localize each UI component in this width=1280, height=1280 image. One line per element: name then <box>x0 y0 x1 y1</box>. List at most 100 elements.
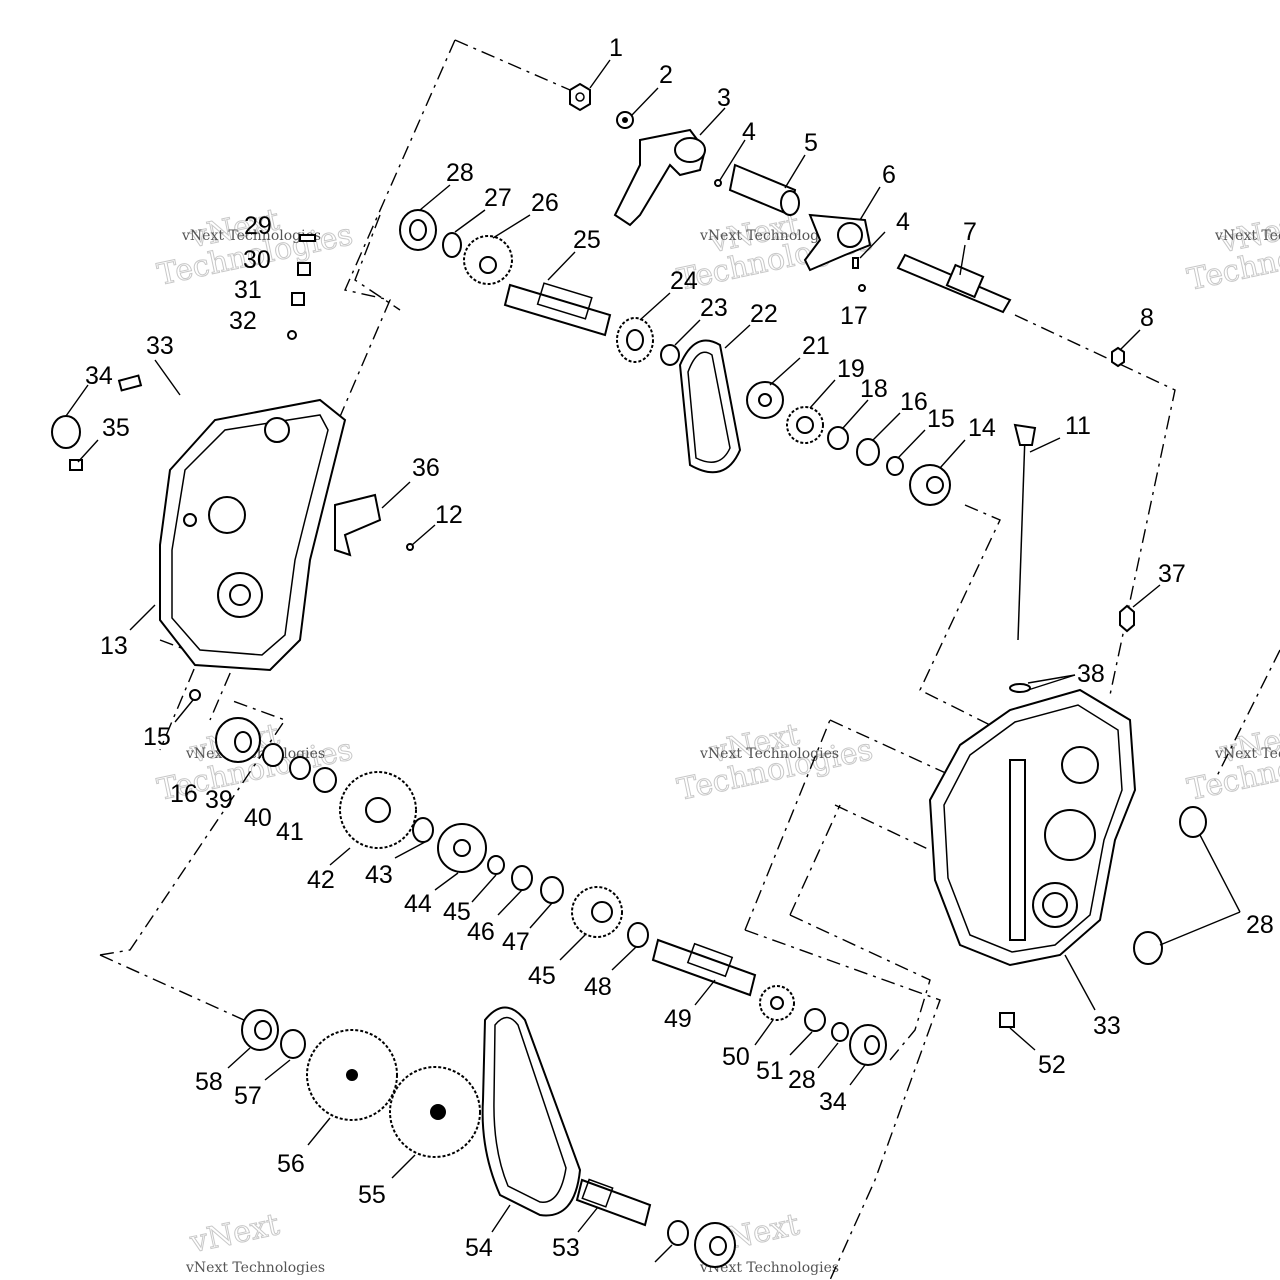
gear-part-49 <box>759 985 795 1021</box>
sprocket-part-43 <box>437 823 487 873</box>
leader-lines <box>65 59 1241 1263</box>
callout-label: 33 <box>1093 1012 1121 1040</box>
callout-label: 8 <box>1140 304 1154 332</box>
callout-label: 6 <box>882 161 896 189</box>
callout-label: 49 <box>664 1005 692 1033</box>
gear-part-41 <box>339 771 417 849</box>
callout-label: 31 <box>234 276 262 304</box>
right-case-part-52 <box>928 604 1207 1028</box>
pin-part-4 <box>714 179 722 187</box>
callout-label: 4 <box>896 208 910 236</box>
callout-label: 1 <box>609 34 623 62</box>
callout-label: 45 <box>528 962 556 990</box>
callout-label: 46 <box>467 918 495 946</box>
shaft-part-25 <box>503 282 612 337</box>
callout-label: 34 <box>819 1088 847 1116</box>
shaft-part-54 <box>575 1178 652 1227</box>
seal-part-33b <box>1179 806 1207 838</box>
gear-part-26 <box>463 235 513 285</box>
gear-part-47 <box>571 886 623 938</box>
bushing-part-18 <box>827 426 849 450</box>
callout-label: 36 <box>412 454 440 482</box>
callout-label: 21 <box>802 332 830 360</box>
ring-part-16 <box>886 456 904 476</box>
watermark-text: vNext Technologies <box>699 746 839 762</box>
callout-label: 38 <box>1077 660 1105 688</box>
callout-label: 7 <box>963 218 977 246</box>
callout-label: 44 <box>404 890 432 918</box>
watermark-text: vNext Technologies <box>1214 228 1280 244</box>
shaft-part-5 <box>728 163 800 217</box>
sprocket-part-21 <box>746 381 784 419</box>
clip-part-2 <box>616 111 634 129</box>
callout-label: 4 <box>742 118 756 146</box>
nut-part-12 <box>1119 604 1135 633</box>
callout-label: 54 <box>465 1234 493 1262</box>
callout-label: 51 <box>756 1057 784 1085</box>
callout-label: 32 <box>229 307 257 335</box>
bearing-part-15b <box>215 717 261 763</box>
gear-part-57 <box>306 1029 398 1121</box>
callout-label: 23 <box>700 294 728 322</box>
shaft-part-48 <box>651 938 757 997</box>
small-parts-29-32 <box>287 234 316 340</box>
callout-label: 42 <box>307 866 335 894</box>
callout-label: 53 <box>552 1234 580 1262</box>
washer-part-13 <box>1009 683 1031 693</box>
upper-parts <box>287 82 1125 641</box>
seal-part-33c <box>1133 931 1163 965</box>
bushing-part-40 <box>313 767 337 793</box>
ring-part-45b <box>627 922 649 948</box>
ring-part-51 <box>831 1022 849 1042</box>
pin-part-11 <box>117 374 143 392</box>
middle-parts <box>215 717 887 1066</box>
callout-label: 39 <box>205 786 233 814</box>
ring-part-53 <box>667 1220 689 1246</box>
washer-part-58 <box>280 1029 306 1059</box>
callout-label: 16 <box>900 388 928 416</box>
callout-label: 27 <box>484 184 512 212</box>
bearing-part-28a <box>399 209 437 251</box>
callout-label: 48 <box>584 973 612 1001</box>
left-case-part-37 <box>51 374 414 701</box>
callout-label: 35 <box>102 414 130 442</box>
ring-part-42 <box>412 817 434 843</box>
part-labels: 1 2 3 4 5 6 4 7 8 28 27 26 25 29 30 31 3… <box>85 34 1274 1262</box>
callout-label: 30 <box>243 246 271 274</box>
nut-part-1 <box>569 82 591 112</box>
bearing-part-28c <box>849 1024 887 1066</box>
svg-text:vNext: vNext <box>186 1207 282 1260</box>
callout-label: 40 <box>244 804 272 832</box>
pin-part-4b <box>852 257 859 269</box>
watermark-text: vNext Technologies <box>181 228 321 244</box>
callout-label: 29 <box>244 212 272 240</box>
callout-label: 33 <box>146 332 174 360</box>
callout-label: 12 <box>435 501 463 529</box>
plug-part-34 <box>69 459 83 471</box>
washer-part-39 <box>289 756 311 780</box>
assembly-outlines <box>99 39 1280 1280</box>
plug-part-34b <box>999 1012 1015 1028</box>
dipstick-part-14 <box>1013 423 1037 641</box>
callout-label: 13 <box>100 632 128 660</box>
screw-part-36 <box>406 543 414 551</box>
callout-label: 50 <box>722 1043 750 1071</box>
callout-label: 17 <box>840 302 868 330</box>
ring-part-44 <box>487 855 505 875</box>
ball-part-20 <box>858 284 866 292</box>
bearing-part-15 <box>909 464 951 506</box>
chain-part-22 <box>678 339 742 474</box>
callout-label: 37 <box>1158 560 1186 588</box>
callout-label: 15 <box>927 405 955 433</box>
watermark: vNext Technologies <box>1184 207 1280 299</box>
callout-label: 11 <box>1065 412 1091 440</box>
callout-label: 45 <box>443 898 471 926</box>
washer-part-17 <box>856 438 880 466</box>
callout-label: 55 <box>358 1181 386 1209</box>
callout-label: 16 <box>170 780 198 808</box>
plug-part-38 <box>189 689 201 701</box>
bearing-part-bottom <box>694 1222 736 1268</box>
shaft-part-7 <box>896 253 1012 314</box>
callout-label: 43 <box>365 861 393 889</box>
